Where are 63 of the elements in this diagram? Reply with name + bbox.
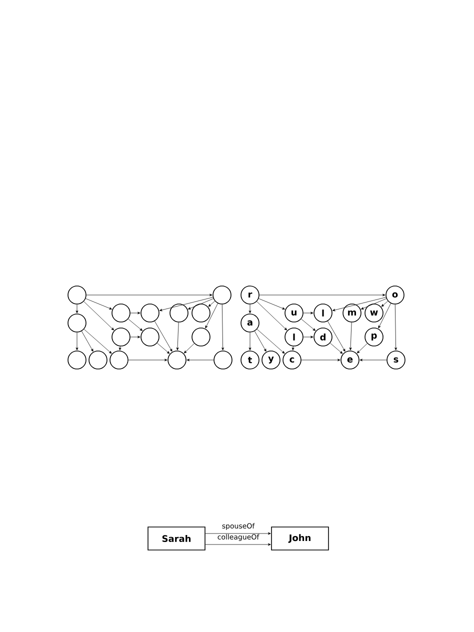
arrow — [118, 346, 122, 350]
arrow — [86, 298, 112, 310]
arrow — [301, 318, 316, 331]
arrow — [208, 300, 216, 307]
arrow — [84, 301, 114, 330]
arrow — [330, 342, 343, 354]
entity-box: John — [271, 526, 329, 550]
arrow — [186, 358, 214, 362]
circle — [112, 304, 130, 322]
arrow — [128, 358, 168, 362]
arrow — [84, 329, 112, 354]
circle — [68, 314, 86, 332]
arrow — [303, 312, 314, 314]
arrow — [256, 329, 285, 354]
arrow — [128, 318, 143, 331]
arrow — [81, 330, 94, 352]
arrow — [327, 320, 346, 352]
arrow — [205, 532, 271, 535]
circle — [110, 350, 128, 370]
arrow — [222, 304, 224, 350]
arrow — [86, 294, 212, 296]
arrow — [76, 304, 78, 314]
arrow — [356, 343, 368, 354]
arrow — [332, 297, 386, 312]
circle — [68, 350, 86, 370]
circle — [170, 304, 188, 322]
circle — [112, 328, 130, 346]
arrow — [205, 543, 271, 546]
arrow — [303, 336, 314, 338]
arrow — [258, 298, 286, 310]
arrow — [349, 322, 352, 350]
arrow — [360, 358, 387, 362]
circle — [214, 350, 232, 370]
arrow — [156, 342, 170, 354]
arrow — [130, 336, 140, 338]
arrow — [378, 303, 391, 328]
circle — [192, 304, 210, 322]
arrow — [360, 298, 387, 310]
arrow — [154, 320, 172, 352]
circle — [140, 304, 160, 322]
arrow — [184, 343, 194, 354]
arrow — [248, 304, 252, 314]
arrow — [292, 346, 294, 350]
arrow — [205, 303, 218, 328]
circle — [192, 328, 210, 346]
arrow — [301, 358, 340, 362]
circle — [168, 350, 186, 370]
arrow — [259, 294, 386, 296]
circle — [212, 286, 232, 304]
arrow — [256, 301, 288, 330]
arrow — [76, 332, 78, 350]
arrow — [130, 312, 140, 314]
arrow — [176, 322, 179, 350]
circle — [68, 286, 86, 304]
arrow — [248, 332, 252, 350]
arrow — [394, 304, 398, 350]
arrow — [254, 330, 266, 352]
arrow — [381, 300, 388, 307]
circle — [140, 328, 160, 346]
circle — [88, 350, 108, 370]
entity-box: Sarah — [148, 526, 206, 550]
arrow — [188, 298, 214, 310]
arrow — [159, 297, 214, 312]
